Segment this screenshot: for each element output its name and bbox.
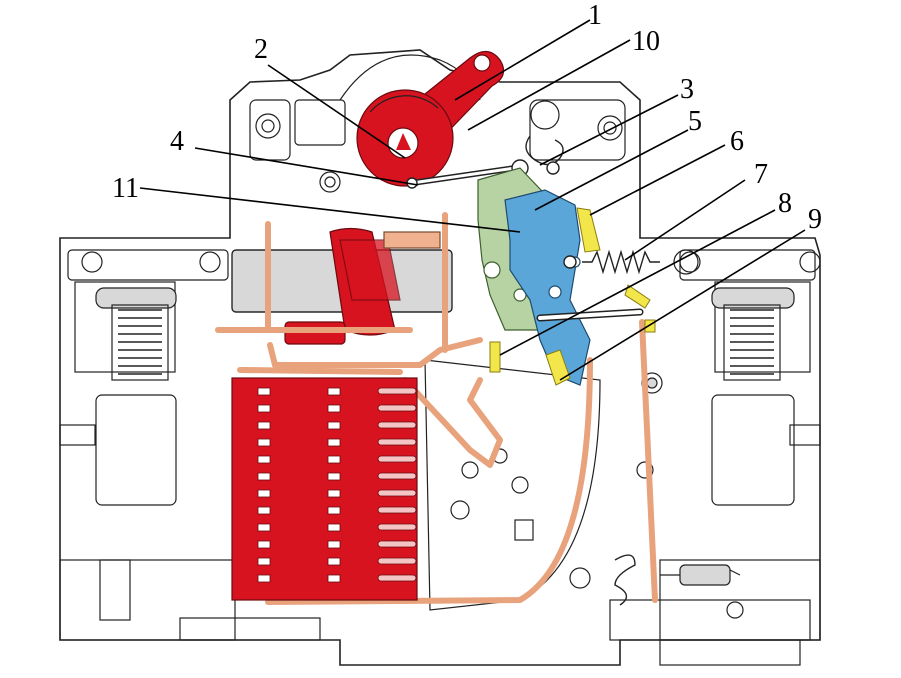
chute-slot [257, 557, 271, 566]
tension-spring [563, 249, 660, 275]
arc-chute [231, 377, 418, 601]
chute-slot [327, 489, 341, 498]
chute-plate-tip [377, 523, 417, 531]
chute-plate-tip [377, 438, 417, 446]
left-terminal-spring [111, 304, 169, 381]
chute-slot [327, 557, 341, 566]
callout-5: 5 [688, 106, 702, 137]
chute-slot [257, 489, 271, 498]
chute-plate-tip [377, 421, 417, 429]
callout-11: 11 [112, 173, 139, 204]
chute-slot [257, 455, 271, 464]
chute-slot [327, 506, 341, 515]
chute-plate-tip [377, 506, 417, 514]
chute-slot [257, 540, 271, 549]
callout-6: 6 [730, 126, 744, 157]
chute-plate-tip [377, 387, 417, 395]
chute-slot [257, 387, 271, 396]
chute-slot [327, 438, 341, 447]
chute-slot [257, 523, 271, 532]
chute-slot [327, 574, 341, 583]
callout-8: 8 [778, 188, 792, 219]
push-rod [536, 308, 741, 586]
chute-plate-tip [377, 557, 417, 565]
chute-plate-tip [377, 574, 417, 582]
callout-10: 10 [632, 26, 660, 57]
callout-labels: 1 10 2 3 5 4 6 7 11 8 9 [112, 0, 822, 235]
callout-7: 7 [754, 159, 768, 190]
chute-slot [257, 404, 271, 413]
chute-plate-tip [377, 404, 417, 412]
chute-slot [327, 472, 341, 481]
chute-slot [257, 574, 271, 583]
callout-1: 1 [588, 0, 602, 31]
chute-slot [257, 438, 271, 447]
callout-3: 3 [680, 74, 694, 105]
chute-slot [327, 387, 341, 396]
chute-plate-tip [377, 455, 417, 463]
copper-conductors [215, 212, 658, 605]
bottom-spring [614, 554, 636, 606]
callout-4: 4 [170, 126, 184, 157]
chute-plate-tip [377, 472, 417, 480]
solenoid-coil [231, 227, 453, 345]
callout-9: 9 [808, 204, 822, 235]
chute-slot [327, 455, 341, 464]
chute-slot [257, 472, 271, 481]
callout-2: 2 [254, 34, 268, 65]
right-terminal-spring [723, 304, 781, 381]
chute-plate-tip [377, 540, 417, 548]
leader-lines [139, 19, 806, 381]
chute-slot [327, 523, 341, 532]
operating-handle [356, 50, 505, 187]
chute-slot [327, 404, 341, 413]
chute-slot [257, 421, 271, 430]
chute-slot [257, 506, 271, 515]
chute-slot [327, 540, 341, 549]
chute-plate-tip [377, 489, 417, 497]
return-spring [525, 135, 564, 175]
chute-slot [327, 421, 341, 430]
